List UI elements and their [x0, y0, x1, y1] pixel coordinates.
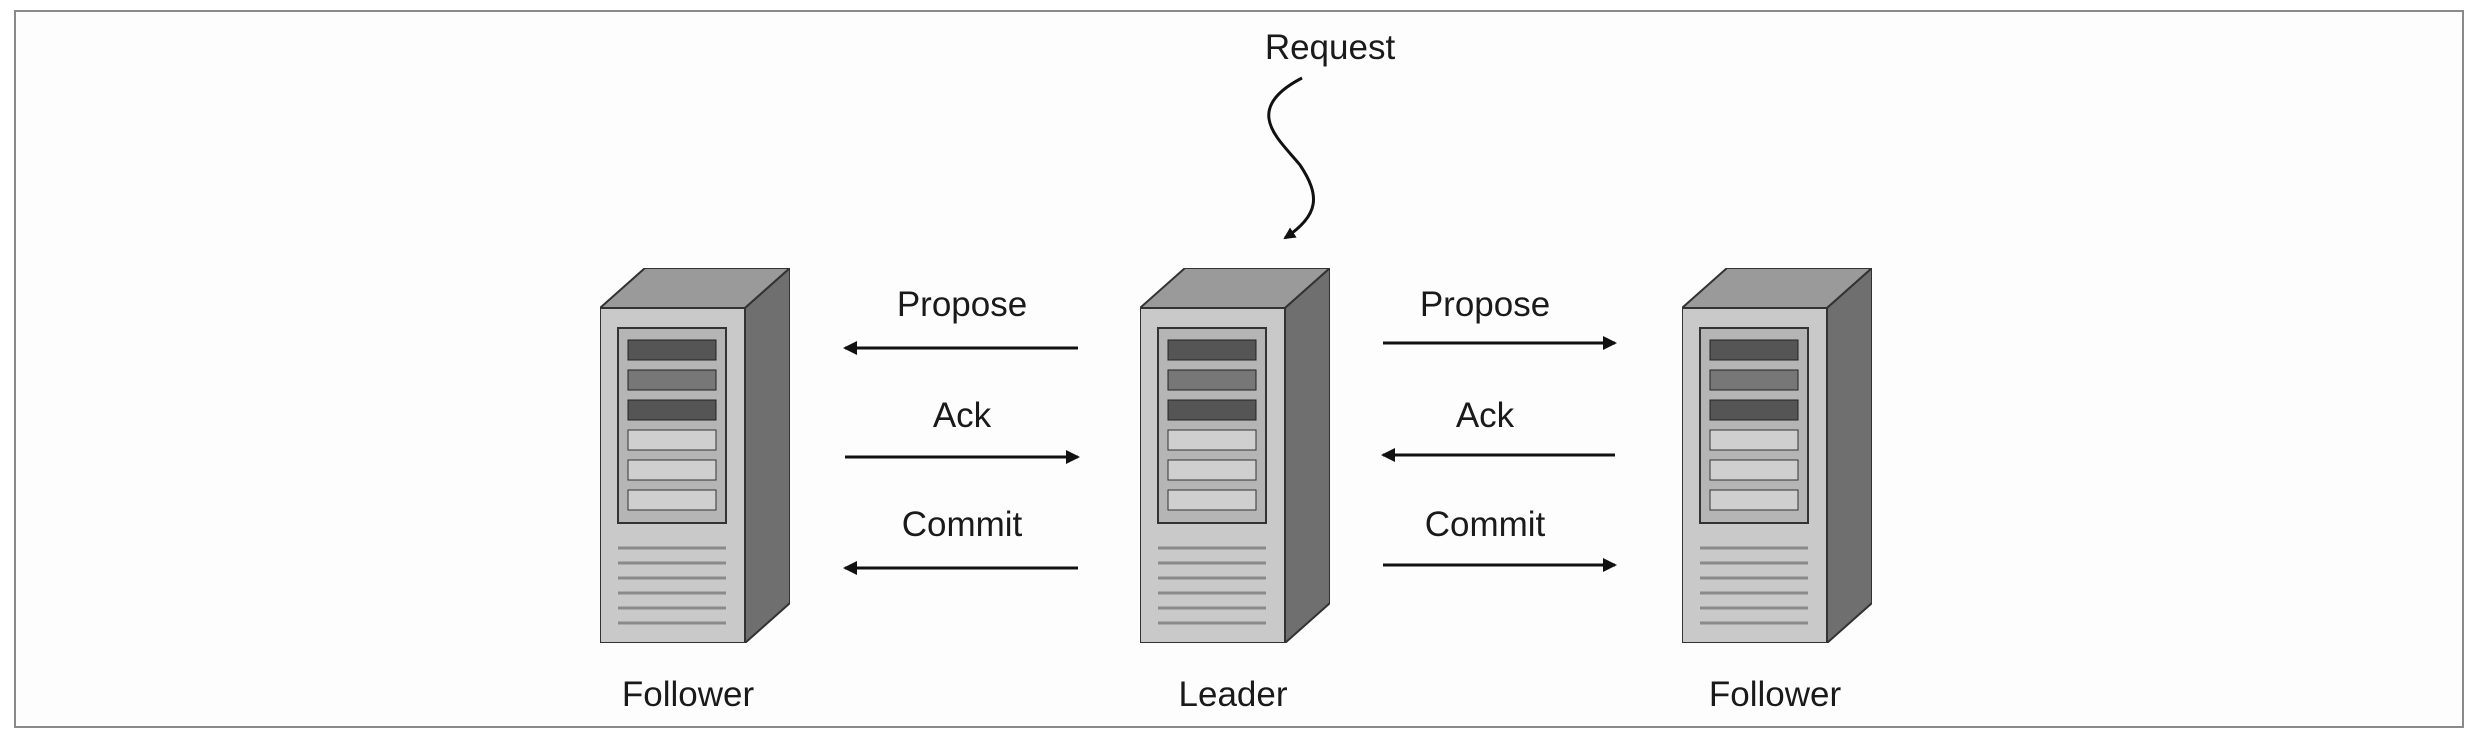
node-label-follower-left: Follower: [621, 675, 755, 714]
left-commit-label: Commit: [901, 505, 1023, 544]
right-ack-label: Ack: [1455, 396, 1515, 435]
server-follower-left: [600, 268, 790, 643]
right-propose-label: Propose: [1419, 285, 1551, 324]
node-label-follower-right: Follower: [1708, 675, 1842, 714]
server-leader: [1140, 268, 1330, 643]
left-propose-label: Propose: [896, 285, 1028, 324]
request-label: Request: [1264, 28, 1396, 67]
right-commit-label: Commit: [1424, 505, 1546, 544]
left-ack-label: Ack: [932, 396, 992, 435]
server-follower-right: [1682, 268, 1872, 643]
node-label-leader: Leader: [1178, 675, 1288, 714]
